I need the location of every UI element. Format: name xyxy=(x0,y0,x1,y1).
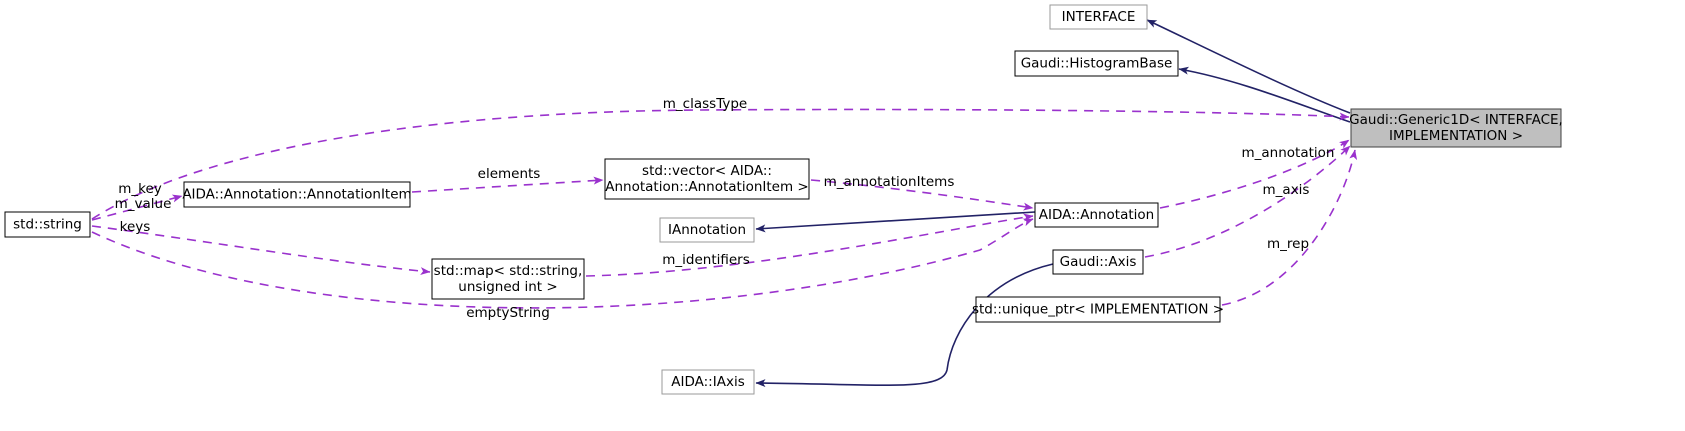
node-gaudi_axis[interactable]: Gaudi::Axis xyxy=(1052,249,1144,275)
node-label-aida_iaxis: AIDA::IAxis xyxy=(671,374,744,390)
edges-layer xyxy=(91,19,1358,388)
node-box-interface[interactable] xyxy=(1049,4,1148,30)
node-label-gaudi_axis: Gaudi::Axis xyxy=(1060,254,1137,270)
edge-annotation-to-generic1d xyxy=(1159,139,1350,209)
node-label-aida_annotation: AIDA::Annotation xyxy=(1039,207,1155,223)
node-box-std_string[interactable] xyxy=(4,211,91,238)
edge-uniqueptr-to-generic1d xyxy=(1221,149,1358,306)
nodes-layer: INTERFACEGaudi::HistogramBaseGaudi::Gene… xyxy=(4,4,1563,395)
node-label-std_map: std::map< std::string, xyxy=(434,263,583,279)
edge-label-m_classType: m_classType xyxy=(663,96,747,112)
edge-string-to-generic1d-classtype xyxy=(91,108,1350,220)
edge-label-m_rep: m_rep xyxy=(1267,236,1309,252)
node-unique_ptr_impl[interactable]: std::unique_ptr< IMPLEMENTATION > xyxy=(972,296,1224,323)
edge-label-elements: elements xyxy=(478,166,541,182)
node-label-annotation_item: AIDA::Annotation::AnnotationItem xyxy=(182,187,411,203)
node-iannotation[interactable]: IAnnotation xyxy=(659,217,755,243)
node-aida_iaxis[interactable]: AIDA::IAxis xyxy=(661,369,755,395)
node-box-generic1d[interactable] xyxy=(1350,108,1562,148)
edge-label-m_annotation: m_annotation xyxy=(1242,145,1335,161)
node-box-vector_annotation_item[interactable] xyxy=(604,158,810,200)
node-label-std_map: unsigned int > xyxy=(458,279,557,295)
node-interface[interactable]: INTERFACE xyxy=(1049,4,1148,30)
node-label-interface: INTERFACE xyxy=(1062,9,1136,25)
node-box-iannotation[interactable] xyxy=(659,217,755,243)
node-box-unique_ptr_impl[interactable] xyxy=(975,296,1221,323)
edge-string-to-annotation-empty xyxy=(91,218,1034,309)
node-label-vector_annotation_item: Annotation::AnnotationItem > xyxy=(605,179,809,195)
edge-axis-to-generic1d xyxy=(1144,145,1351,258)
node-box-gaudi_axis[interactable] xyxy=(1052,249,1144,275)
edge-label-m_axis: m_axis xyxy=(1263,182,1310,198)
node-box-aida_annotation[interactable] xyxy=(1034,202,1159,228)
node-label-unique_ptr_impl: std::unique_ptr< IMPLEMENTATION > xyxy=(972,302,1224,318)
edge-label-keys: keys xyxy=(120,219,151,235)
node-annotation_item[interactable]: AIDA::Annotation::AnnotationItem xyxy=(182,181,412,208)
edge-generic1d-to-interface xyxy=(1146,19,1351,114)
node-generic1d[interactable]: Gaudi::Generic1D< INTERFACE,IMPLEMENTATI… xyxy=(1349,108,1563,148)
node-label-vector_annotation_item: std::vector< AIDA:: xyxy=(642,163,772,179)
edge-annotation-to-iannotation xyxy=(755,211,1036,233)
node-label-histogram_base: Gaudi::HistogramBase xyxy=(1021,56,1173,72)
node-box-std_map[interactable] xyxy=(431,258,585,300)
edge-label-m_value: m_value xyxy=(115,196,172,212)
node-std_map[interactable]: std::map< std::string,unsigned int > xyxy=(431,258,585,300)
node-label-std_string: std::string xyxy=(13,217,82,233)
node-label-generic1d: Gaudi::Generic1D< INTERFACE, xyxy=(1349,112,1563,128)
node-std_string[interactable]: std::string xyxy=(4,211,91,238)
edge-label-emptyString: emptyString xyxy=(466,305,550,321)
node-box-aida_iaxis[interactable] xyxy=(661,369,755,395)
node-aida_annotation[interactable]: AIDA::Annotation xyxy=(1034,202,1159,228)
node-label-generic1d: IMPLEMENTATION > xyxy=(1389,128,1523,144)
edge-label-m_annotationItems: m_annotationItems xyxy=(824,174,955,190)
edge-vector-to-annotation xyxy=(810,179,1034,211)
node-box-histogram_base[interactable] xyxy=(1014,50,1179,77)
node-label-iannotation: IAnnotation xyxy=(668,222,746,238)
node-vector_annotation_item[interactable]: std::vector< AIDA::Annotation::Annotatio… xyxy=(604,158,810,200)
node-box-annotation_item[interactable] xyxy=(183,181,411,208)
edge-label-m_identifiers: m_identifiers xyxy=(662,252,750,268)
node-histogram_base[interactable]: Gaudi::HistogramBase xyxy=(1014,50,1179,77)
edge-axis-to-iaxis xyxy=(755,263,1054,388)
edge-label-m_key: m_key xyxy=(118,181,162,197)
edge-map-to-annotation xyxy=(585,213,1034,277)
